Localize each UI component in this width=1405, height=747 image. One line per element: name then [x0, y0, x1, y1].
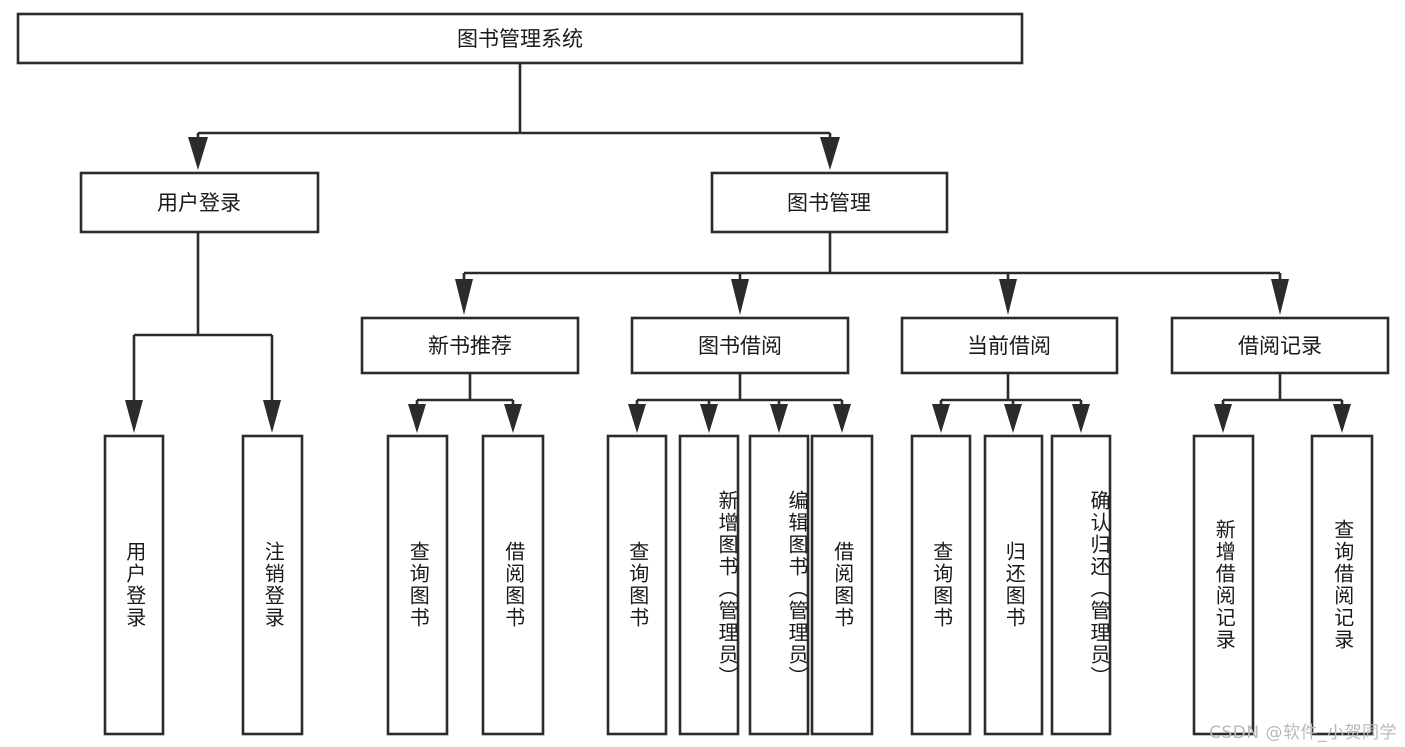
node-book-borrow-label: 图书借阅: [698, 334, 782, 358]
node-new-book-rec[interactable]: 新书推荐: [360, 316, 580, 375]
node-book-borrow-box[interactable]: [630, 316, 850, 375]
node-current-borrow-box[interactable]: [900, 316, 1119, 375]
leaf-box-logout[interactable]: [241, 434, 304, 736]
connector-group-book-manage: [455, 232, 1289, 315]
arrow-to-leaf-return-book: [1004, 404, 1022, 433]
node-book-manage-box[interactable]: [710, 171, 949, 234]
arrow-to-leaf-query-book-1: [408, 404, 426, 433]
node-borrow-record-label: 借阅记录: [1238, 334, 1322, 358]
root-node[interactable]: 图书管理系统: [16, 12, 1024, 65]
node-new-book-rec-box[interactable]: [360, 316, 580, 375]
arrow-to-book-borrow: [731, 279, 749, 315]
leaf-box-borrow-book-1[interactable]: [481, 434, 545, 736]
arrow-to-leaf-user-login: [125, 400, 143, 433]
arrow-to-leaf-query-record: [1333, 404, 1351, 433]
connector-group-new-book-rec: [408, 373, 522, 433]
node-borrow-record-box[interactable]: [1170, 316, 1390, 375]
arrow-to-leaf-query-book-3: [932, 404, 950, 433]
connector-group-borrow-record: [1214, 373, 1351, 433]
arrow-to-leaf-borrow-book-2: [833, 404, 851, 433]
arrow-to-book-manage: [820, 137, 840, 170]
node-user-login-box[interactable]: [79, 171, 320, 234]
leaf-box-confirm-return[interactable]: [1050, 434, 1112, 736]
leaf-box-query-book-3[interactable]: [910, 434, 972, 736]
arrow-to-borrow-record: [1271, 279, 1289, 315]
node-user-login[interactable]: 用户登录: [79, 171, 320, 234]
root-node-box[interactable]: [16, 12, 1024, 65]
connector-group-current-borrow: [932, 373, 1090, 433]
arrow-to-leaf-add-book: [700, 404, 718, 433]
leaf-box-query-book-2[interactable]: [606, 434, 668, 736]
arrow-to-current-borrow: [999, 279, 1017, 315]
arrow-to-leaf-confirm-return: [1072, 404, 1090, 433]
leaf-box-add-record[interactable]: [1192, 434, 1255, 736]
leaf-box-edit-book[interactable]: [748, 434, 810, 736]
leaf-box-return-book[interactable]: [983, 434, 1044, 736]
node-book-borrow[interactable]: 图书借阅: [630, 316, 850, 375]
leaf-box-user-login[interactable]: [103, 434, 165, 736]
arrow-to-leaf-logout: [263, 400, 281, 433]
node-current-borrow[interactable]: 当前借阅: [900, 316, 1119, 375]
connector-group-root: [188, 63, 840, 170]
node-borrow-record[interactable]: 借阅记录: [1170, 316, 1390, 375]
connector-group-user-login: [125, 232, 281, 433]
node-user-login-label: 用户登录: [157, 191, 241, 215]
node-new-book-rec-label: 新书推荐: [428, 334, 512, 358]
node-book-manage[interactable]: 图书管理: [710, 171, 949, 234]
root-node-label: 图书管理系统: [457, 27, 583, 51]
leaf-box-borrow-book-2[interactable]: [810, 434, 874, 736]
connector-group-book-borrow: [628, 373, 851, 433]
leaf-box-query-book-1[interactable]: [386, 434, 449, 736]
leaf-box-query-record[interactable]: [1310, 434, 1374, 736]
leaf-boxes: [103, 434, 1374, 736]
node-book-manage-label: 图书管理: [787, 191, 871, 215]
arrow-to-leaf-query-book-2: [628, 404, 646, 433]
arrow-to-leaf-edit-book: [770, 404, 788, 433]
arrow-to-leaf-add-record: [1214, 404, 1232, 433]
arrow-to-leaf-borrow-book-1: [504, 404, 522, 433]
watermark-text: CSDN @软件_小贺同学: [1209, 723, 1397, 743]
arrow-to-user-login: [188, 137, 208, 170]
leaf-box-add-book[interactable]: [678, 434, 740, 736]
node-current-borrow-label: 当前借阅: [967, 334, 1051, 358]
arrow-to-new-book-rec: [455, 279, 473, 315]
